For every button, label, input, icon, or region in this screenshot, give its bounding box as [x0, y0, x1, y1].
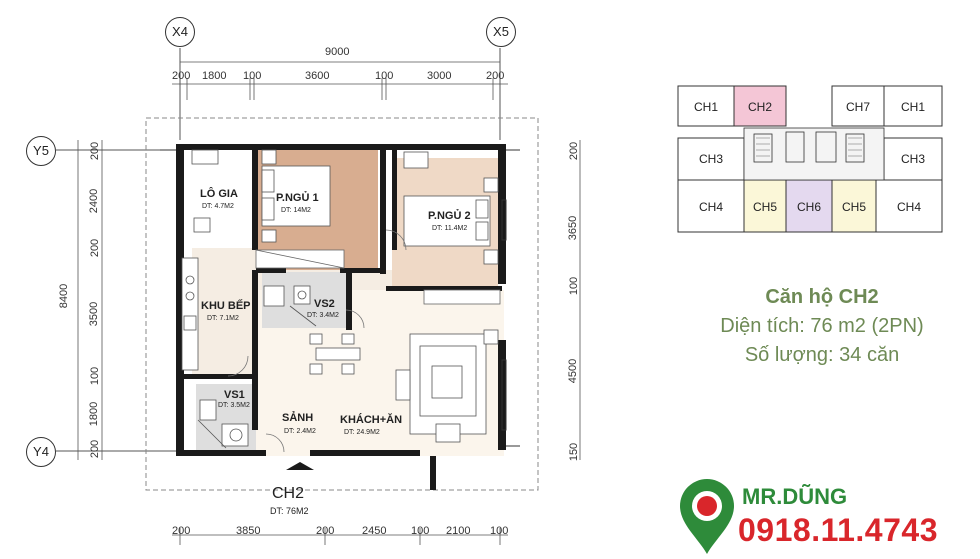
room-name-bed2: P.NGỦ 2: [428, 210, 471, 222]
keyplan-cell-ch2: CH2: [747, 100, 772, 114]
grid-label-x4: X4: [165, 17, 195, 47]
right-dim-2: 3650: [567, 215, 580, 241]
keyplan-cell-ch5-left: CH5: [752, 200, 777, 214]
key-plan-drawing: [677, 85, 943, 233]
bottom-dim-1: 200: [172, 525, 191, 537]
room-area-kitchen: DT: 7.1M2: [207, 315, 239, 322]
bottom-dim-2: 3850: [236, 525, 261, 537]
grid-label-x5: X5: [486, 17, 516, 47]
right-dim-3: 100: [568, 276, 581, 296]
unit-label: CH2: [272, 485, 305, 502]
unit-info-title: Căn hộ CH2: [765, 286, 879, 308]
unit-info-area: Diện tích: 76 m2 (2PN): [720, 315, 924, 337]
top-dim-3: 100: [243, 70, 262, 82]
room-name-vs2: VS2: [314, 298, 335, 310]
unit-area: DT: 76M2: [270, 506, 309, 516]
keyplan-cell-ch3-right: CH3: [900, 152, 925, 166]
keyplan-cell-ch1-right: CH1: [900, 100, 925, 114]
keyplan-cell-ch3-left: CH3: [698, 152, 723, 166]
top-total-dimension: 9000: [325, 46, 350, 58]
right-dim-1: 200: [568, 141, 581, 161]
left-dim-5: 100: [89, 366, 102, 386]
bottom-dim-7: 100: [490, 525, 509, 537]
contact-block: MR.DŨNG 0918.11.4743: [676, 476, 976, 556]
top-dim-7: 200: [486, 70, 505, 82]
map-pin-icon: [680, 479, 734, 554]
room-name-kitchen: KHU BẾP: [201, 300, 251, 312]
grid-label-y4: Y4: [26, 437, 56, 467]
room-name-living: KHÁCH+ĂN: [340, 414, 403, 426]
top-dim-1: 200: [172, 70, 191, 82]
room-area-living: DT: 24.9M2: [344, 429, 380, 436]
bottom-dim-3: 200: [316, 525, 335, 537]
room-area-lobby: DT: 2.4M2: [284, 428, 316, 435]
left-dim-4: 3500: [88, 301, 101, 327]
room-area-bed2: DT: 11.4M2: [432, 225, 468, 232]
keyplan-cell-ch4-left: CH4: [698, 200, 723, 214]
keyplan-cell-ch5-right: CH5: [841, 200, 866, 214]
unit-info: Căn hộ CH2 Diện tích: 76 m2 (2PN) Số lượ…: [672, 286, 972, 367]
left-total-dimension: 8400: [58, 283, 71, 309]
left-dim-3: 200: [89, 238, 102, 258]
right-dim-5: 150: [568, 442, 581, 462]
left-dim-6: 1800: [88, 401, 101, 427]
grid-label-y5: Y5: [26, 136, 56, 166]
keyplan-cell-ch4-right: CH4: [896, 200, 921, 214]
room-area-vs1: DT: 3.5M2: [218, 402, 250, 409]
top-dim-5: 100: [375, 70, 394, 82]
bottom-dim-6: 2100: [446, 525, 471, 537]
floor-plan: X4 X5 Y5 Y4: [26, 17, 581, 545]
floor-plan-drawing: [56, 48, 581, 545]
key-plan: CH1 CH2 CH7 CH1 CH3 CH3 CH4 CH5 CH6 CH5 …: [670, 84, 950, 236]
contact-name: MR.DŨNG: [742, 484, 848, 509]
left-dim-7: 200: [89, 439, 102, 459]
keyplan-cell-ch1-left: CH1: [693, 100, 718, 114]
room-area-vs2: DT: 3.4M2: [307, 312, 339, 319]
top-dim-2: 1800: [202, 70, 227, 82]
keyplan-cell-ch6: CH6: [796, 200, 821, 214]
keyplan-cell-ch7: CH7: [845, 100, 870, 114]
room-name-logia: LÔ GIA: [200, 188, 238, 200]
room-name-bed1: P.NGỦ 1: [276, 192, 319, 204]
bottom-dim-4: 2450: [362, 525, 387, 537]
bottom-dim-5: 100: [411, 525, 430, 537]
unit-info-count: Số lượng: 34 căn: [744, 344, 900, 366]
room-area-bed1: DT: 14M2: [281, 207, 311, 214]
contact-phone[interactable]: 0918.11.4743: [738, 512, 938, 548]
room-area-logia: DT: 4.7M2: [202, 203, 234, 210]
room-name-vs1: VS1: [224, 389, 245, 401]
left-dim-2: 2400: [88, 188, 101, 214]
top-dim-4: 3600: [305, 70, 330, 82]
right-dim-4: 4500: [567, 358, 580, 384]
left-dim-1: 200: [89, 141, 102, 161]
room-name-lobby: SẢNH: [282, 412, 314, 424]
top-dim-6: 3000: [427, 70, 452, 82]
